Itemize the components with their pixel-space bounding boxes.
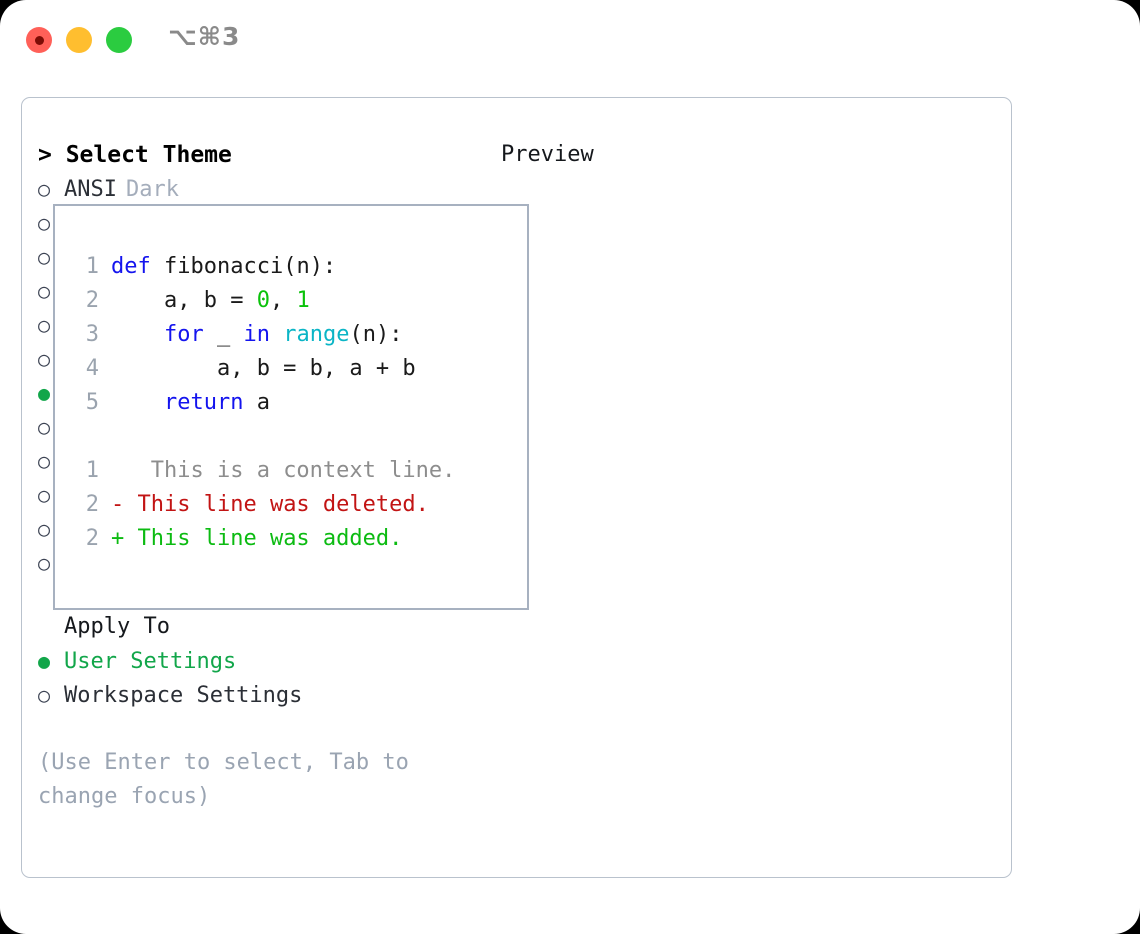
close-button[interactable]: [26, 27, 52, 53]
apply-to-option-label: User Settings: [64, 649, 237, 674]
keyboard-hint-text: (Use Enter to select, Tab to change focu…: [38, 750, 423, 809]
title-bar: ⌥⌘3: [0, 0, 1140, 78]
theme-variant-tag: Dark: [125, 177, 179, 202]
minimize-button[interactable]: [66, 27, 92, 53]
apply-to-option-list: ● User Settings ○ Workspace Settings: [38, 644, 468, 712]
radio-unselected-icon: ○: [38, 313, 51, 337]
keyboard-shortcut-label: ⌥⌘3: [168, 22, 241, 51]
preview-label: Preview: [501, 142, 594, 167]
radio-unselected-icon: ○: [38, 517, 51, 541]
code-token: [111, 322, 164, 347]
radio-unselected-icon: ○: [38, 449, 51, 473]
theme-option-label: ANSI: [64, 177, 117, 202]
apply-to-option-workspace-settings[interactable]: ○ Workspace Settings: [38, 678, 468, 712]
radio-unselected-icon: ○: [38, 347, 51, 371]
radio-unselected-icon: ○: [38, 415, 51, 439]
theme-option-ansi[interactable]: ○ ANSI Dark: [38, 172, 468, 206]
recording-indicator-icon: [34, 35, 44, 45]
code-line: 2 a, b = 0, 1: [73, 284, 527, 318]
code-line-content: def fibonacci(n):: [111, 250, 336, 284]
radio-unselected-icon: ○: [38, 551, 51, 575]
code-line: 3 for _ in range(n):: [73, 318, 527, 352]
code-token: range: [283, 322, 350, 347]
page-title: > Select Theme: [38, 142, 232, 168]
radio-unselected-icon: ○: [38, 211, 51, 235]
code-token: for: [163, 322, 204, 347]
diff-line-text: This line was added.: [124, 526, 403, 551]
radio-unselected-icon: ○: [38, 483, 51, 507]
preview-separator: [73, 420, 527, 454]
line-number: 1: [85, 254, 99, 279]
code-token: 1: [296, 288, 310, 313]
code-line: 4 a, b = b, a + b: [73, 352, 527, 386]
code-line-content: a, b = 0, 1: [111, 284, 310, 318]
line-number: 1: [85, 458, 99, 483]
apply-to-option-label: Workspace Settings: [64, 683, 303, 708]
code-token: a, b = b, a + b: [111, 356, 416, 381]
code-token: 0: [256, 288, 270, 313]
diff-marker: +: [111, 526, 125, 551]
code-token: return: [163, 390, 244, 415]
code-token: def: [111, 254, 151, 279]
preview-column: Preview: [501, 138, 991, 172]
diff-line: 2 + This line was added.: [73, 522, 527, 556]
diff-marker: -: [111, 492, 125, 517]
radio-unselected-icon: ○: [38, 279, 51, 303]
diff-line: 2- This line was deleted.: [73, 488, 527, 522]
radio-unselected-icon: ○: [38, 245, 51, 269]
code-token: _: [203, 322, 244, 347]
radio-selected-icon: ●: [38, 381, 51, 405]
code-token: ,: [269, 288, 297, 313]
code-token: in: [243, 322, 270, 347]
line-number: 2: [85, 288, 99, 313]
code-token: [270, 322, 283, 347]
diff-marker: [111, 454, 124, 488]
apply-to-title: Apply To: [64, 614, 170, 639]
code-token: fibonacci(n):: [150, 254, 337, 279]
line-number: 2: [85, 492, 99, 517]
code-token: [111, 390, 164, 415]
maximize-button[interactable]: [106, 27, 132, 53]
code-token: (n):: [349, 322, 403, 347]
code-token: a: [243, 390, 270, 415]
code-line: 1 def fibonacci(n):: [73, 250, 527, 284]
radio-unselected-icon: ○: [38, 683, 51, 707]
diff-line: 1 This is a context line.: [73, 454, 527, 488]
diff-line-text: This is a context line.: [124, 458, 456, 483]
radio-unselected-icon: ○: [38, 177, 51, 201]
radio-selected-icon: ●: [38, 649, 51, 673]
code-line-content: return a: [111, 386, 270, 420]
line-number: 3: [85, 322, 99, 347]
code-token: a, b =: [111, 288, 257, 313]
line-number: 4: [85, 356, 99, 381]
code-line-content: a, b = b, a + b: [111, 352, 416, 386]
code-line-content: for _ in range(n):: [111, 318, 402, 352]
diff-line-text: This line was deleted.: [124, 492, 429, 517]
apply-to-option-user-settings[interactable]: ● User Settings: [38, 644, 468, 678]
line-number: 2: [85, 526, 99, 551]
line-number: 5: [85, 390, 99, 415]
code-line: 5 return a: [73, 386, 527, 420]
